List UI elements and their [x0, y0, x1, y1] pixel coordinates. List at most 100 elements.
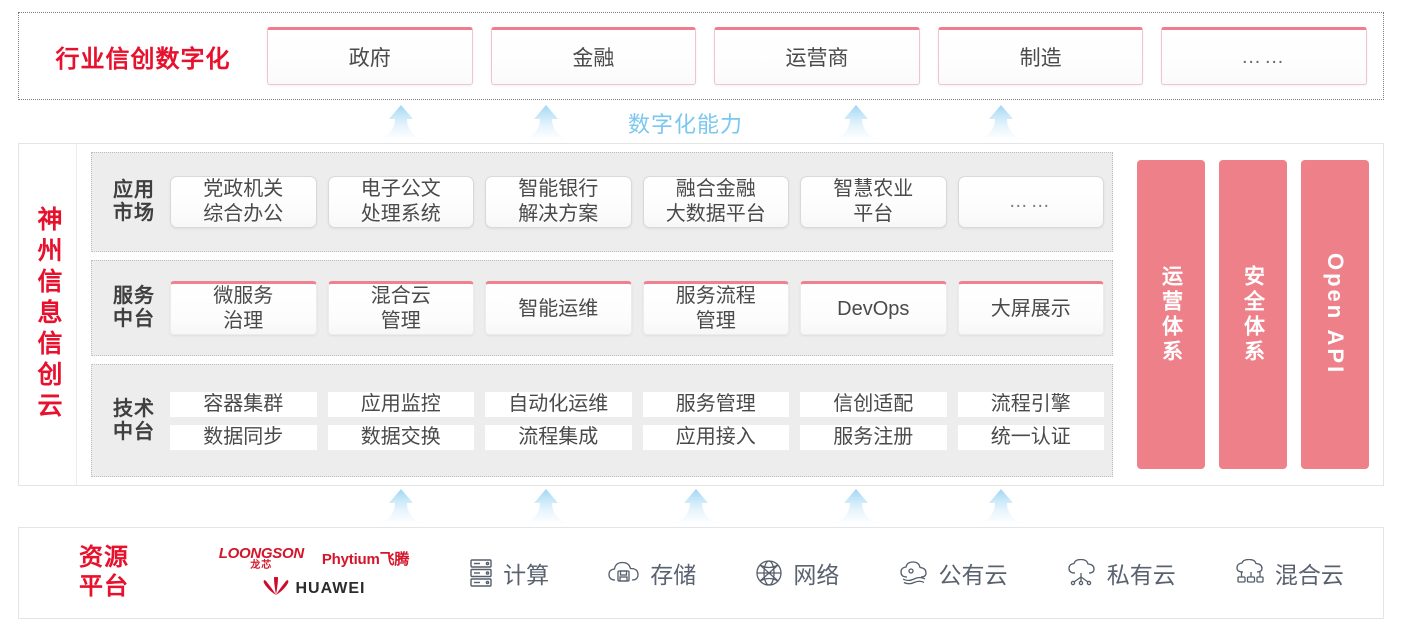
cell-text: 服务注册 — [833, 425, 914, 448]
phytium-logo: Phytium飞腾 — [321, 551, 410, 568]
side-panel-security-system[interactable]: 安全体系 — [1219, 160, 1287, 469]
capability-arrow-band-top: 数字化能力 — [18, 103, 1384, 141]
tech-cell-app-access[interactable]: 应用接入 — [642, 424, 789, 450]
tech-cell-app-monitoring[interactable]: 应用监控 — [327, 391, 474, 417]
industry-box-manufacturing[interactable]: 制造 — [937, 27, 1144, 85]
tech-cell-service-registry[interactable]: 服务注册 — [800, 424, 947, 450]
cell-text: 数据交换 — [360, 425, 441, 448]
vendor-logo-line-2: HUAWEI — [263, 576, 366, 600]
cloud-platform-title: 神州信息信创云 — [19, 144, 77, 485]
industry-box-carrier[interactable]: 运营商 — [714, 27, 920, 85]
up-arrow-icon — [523, 489, 569, 525]
svc-cell-devops[interactable]: DevOps — [800, 281, 947, 335]
app-cell-more[interactable]: …… — [957, 176, 1104, 228]
cloud-platform-title-text: 神州信息信创云 — [34, 206, 62, 423]
cell-text: 统一认证 — [990, 425, 1071, 448]
resource-item-compute[interactable]: 计算 — [468, 556, 549, 590]
app-cell-smart-bank[interactable]: 智能银行 解决方案 — [485, 176, 632, 228]
industry-box-more[interactable]: …… — [1161, 27, 1367, 85]
row-label-line2: 市场 — [113, 202, 155, 224]
row-tech-platform: 技术 中台 容器集群 应用监控 自动化运维 服务管理 信创适配 流程引擎 — [91, 364, 1113, 477]
tech-cell-data-exchange[interactable]: 数据交换 — [327, 424, 474, 450]
app-cell-gov-office[interactable]: 党政机关 综合办公 — [170, 176, 317, 228]
row-label-app-market: 应用 市场 — [98, 179, 170, 225]
tech-cell-service-mgmt[interactable]: 服务管理 — [642, 391, 789, 417]
up-arrow-icon — [378, 489, 424, 525]
tech-items-grid: 容器集群 应用监控 自动化运维 服务管理 信创适配 流程引擎 数据同步 数据交换… — [170, 391, 1104, 450]
cell-text: 容器集群 — [203, 392, 284, 415]
vendor-logo-line-1: LOONGSON 龙芯 Phytium飞腾 — [219, 546, 410, 571]
cloud-rows: 应用 市场 党政机关 综合办公 电子公文 处理系统 智能银行 解决方案 融合金融… — [91, 152, 1113, 477]
tech-items-row-1: 容器集群 应用监控 自动化运维 服务管理 信创适配 流程引擎 — [170, 391, 1104, 417]
tech-cell-automated-ops[interactable]: 自动化运维 — [485, 391, 632, 417]
tech-cell-xinchuang-adapt[interactable]: 信创适配 — [800, 391, 947, 417]
resource-item-list: 计算 存储 — [439, 556, 1383, 590]
resource-item-storage[interactable]: 存储 — [607, 556, 696, 590]
tech-cell-process-engine[interactable]: 流程引擎 — [957, 391, 1104, 417]
tech-items-row-2: 数据同步 数据交换 流程集成 应用接入 服务注册 统一认证 — [170, 424, 1104, 450]
huawei-logo-text: HUAWEI — [295, 579, 366, 597]
cell-text: 大屏展示 — [990, 297, 1071, 320]
up-arrow-icon — [978, 489, 1024, 525]
up-arrow-icon — [378, 105, 424, 141]
up-arrow-icon — [833, 105, 879, 141]
app-cell-finance-bigdata[interactable]: 融合金融 大数据平台 — [642, 176, 789, 228]
cell-text: 党政机关 综合办公 — [203, 178, 284, 225]
resource-title-line2: 平台 — [79, 573, 129, 600]
svc-cell-hybrid-cloud-mgmt[interactable]: 混合云 管理 — [327, 281, 474, 335]
cell-text: DevOps — [837, 297, 910, 320]
capability-label: 数字化能力 — [628, 112, 744, 137]
network-globe-icon — [754, 558, 784, 588]
row-label-line2: 中台 — [113, 420, 155, 443]
row-label-line1: 技术 — [113, 397, 155, 420]
app-cell-smart-agriculture[interactable]: 智慧农业 平台 — [800, 176, 947, 228]
resource-item-public-cloud[interactable]: 公有云 — [898, 556, 1008, 590]
resource-item-network[interactable]: 网络 — [754, 556, 839, 590]
resource-item-label: 网络 — [793, 562, 840, 588]
resource-platform-panel: 资源 平台 LOONGSON 龙芯 Phytium飞腾 — [18, 527, 1384, 619]
cell-text: 电子公文 处理系统 — [360, 178, 441, 225]
side-panels: 运营体系 安全体系 Open API — [1123, 152, 1375, 477]
hybrid-cloud-icon — [1234, 559, 1266, 587]
loongson-logo: LOONGSON 龙芯 — [219, 546, 304, 571]
cell-text: 自动化运维 — [508, 392, 609, 415]
row-label-line2: 中台 — [113, 308, 155, 330]
tech-cell-container-cluster[interactable]: 容器集群 — [170, 391, 317, 417]
svc-cell-smart-ops[interactable]: 智能运维 — [485, 281, 632, 335]
cell-text: 服务流程 管理 — [675, 285, 756, 332]
industry-box-list: 政府 金融 运营商 制造 …… — [267, 27, 1383, 85]
cell-text: 流程集成 — [518, 425, 599, 448]
cell-text: 信创适配 — [833, 392, 914, 415]
cell-text: 数据同步 — [203, 425, 284, 448]
resource-item-label: 公有云 — [938, 562, 1008, 588]
side-panel-label: 运营体系 — [1159, 264, 1183, 365]
resource-item-label: 混合云 — [1274, 562, 1344, 588]
svc-cell-microservice-gov[interactable]: 微服务 治理 — [170, 281, 317, 335]
loongson-logo-cn: 龙芯 — [250, 560, 273, 571]
tech-cell-process-integration[interactable]: 流程集成 — [485, 424, 632, 450]
cell-text: 应用接入 — [675, 425, 756, 448]
cloud-platform-body: 应用 市场 党政机关 综合办公 电子公文 处理系统 智能银行 解决方案 融合金融… — [77, 144, 1383, 485]
row-app-market: 应用 市场 党政机关 综合办公 电子公文 处理系统 智能银行 解决方案 融合金融… — [91, 152, 1113, 252]
tech-cell-data-sync[interactable]: 数据同步 — [170, 424, 317, 450]
side-panel-operations-system[interactable]: 运营体系 — [1137, 160, 1205, 469]
side-panel-open-api[interactable]: Open API — [1301, 160, 1369, 469]
resource-item-label: 计算 — [503, 562, 550, 588]
side-panel-label: 安全体系 — [1241, 264, 1265, 365]
resource-item-private-cloud[interactable]: 私有云 — [1066, 556, 1176, 590]
industry-box-finance[interactable]: 金融 — [490, 27, 697, 85]
cell-text: 流程引擎 — [990, 392, 1071, 415]
huawei-flower-icon — [263, 576, 289, 600]
industry-band-title: 行业信创数字化 — [55, 45, 231, 73]
cell-text: 融合金融 大数据平台 — [665, 178, 766, 225]
tech-cell-unified-auth[interactable]: 统一认证 — [957, 424, 1104, 450]
resource-item-hybrid-cloud[interactable]: 混合云 — [1234, 556, 1344, 590]
industry-box-government[interactable]: 政府 — [267, 27, 473, 85]
row-label-line1: 服务 — [113, 285, 155, 307]
svc-cell-big-screen[interactable]: 大屏展示 — [957, 281, 1104, 335]
huawei-logo: HUAWEI — [263, 576, 366, 600]
server-icon — [468, 558, 494, 588]
app-cell-edoc-system[interactable]: 电子公文 处理系统 — [327, 176, 474, 228]
svc-cell-service-process-mgmt[interactable]: 服务流程 管理 — [642, 281, 789, 335]
